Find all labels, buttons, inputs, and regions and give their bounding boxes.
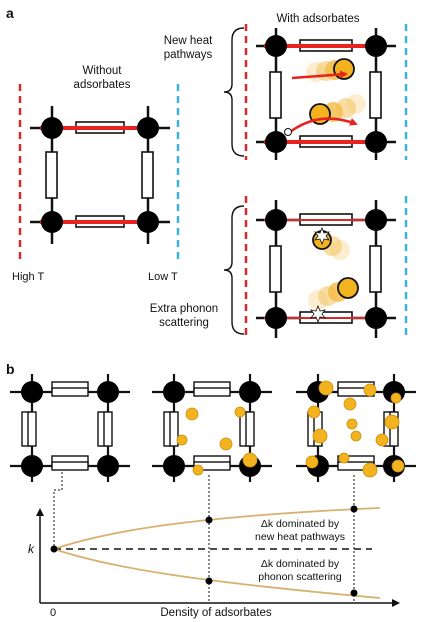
brace-phonon-scattering — [223, 205, 245, 335]
adsorbate-atom — [192, 464, 204, 476]
small-lattice-1 — [10, 374, 130, 482]
bond-spring — [45, 151, 58, 199]
lattice-atom — [137, 211, 159, 233]
adsorbate-atom — [234, 406, 246, 418]
adsorbate-atom — [338, 452, 350, 464]
adsorbate-atom — [363, 383, 377, 397]
adsorbate-atom — [384, 414, 400, 430]
adsorbate-atom — [242, 452, 258, 468]
adsorbate-atom — [333, 58, 355, 80]
scatter-flash — [310, 304, 326, 324]
brace1-line1: New heat — [164, 35, 213, 47]
panel-a-label: a — [6, 5, 14, 21]
adsorbate-atom — [318, 380, 334, 396]
lattice-atom — [97, 455, 119, 477]
lattice-atom — [21, 381, 43, 403]
lattice-new-heat-pathways — [244, 24, 408, 160]
k-point-mid-upper — [205, 516, 213, 524]
adsorbate-atom — [337, 277, 359, 299]
k-axis-label: k — [28, 542, 35, 556]
lattice-atom — [41, 211, 63, 233]
lattice-atom — [163, 381, 185, 403]
small-lattice-3 — [296, 374, 416, 482]
k-point-high-lower — [350, 589, 358, 597]
brace2-line1: Extra phonon — [150, 303, 218, 315]
left-title-line1: Without — [83, 65, 123, 77]
adsorbate-trail — [306, 58, 355, 82]
adsorbate-density-lattices — [10, 374, 416, 482]
adsorbate-atom — [362, 462, 378, 478]
adsorbate-atom — [391, 459, 405, 473]
zero-label: 0 — [50, 607, 56, 619]
brace2-line2: scattering — [159, 317, 209, 329]
adsorbate-atom — [346, 418, 358, 430]
lattice-atom — [41, 117, 63, 139]
left-title-line2: adsorbates — [74, 79, 131, 91]
adsorbate-atom — [312, 428, 328, 444]
low-t-label: Low T — [148, 271, 178, 283]
adsorbate-atom — [390, 392, 402, 404]
small-lattice-2 — [152, 374, 272, 482]
adsorbate-atom — [375, 433, 389, 447]
brace-new-heat-pathways — [223, 27, 245, 157]
adsorbate-atom — [305, 455, 319, 469]
upper-note-line1: Δk dominated by — [261, 518, 340, 530]
high-t-label: High T — [12, 271, 44, 283]
k-point-origin — [50, 545, 58, 553]
adsorbate-atom — [343, 397, 357, 411]
lattice-atom — [137, 117, 159, 139]
lower-note-line2: phonon scattering — [258, 571, 342, 583]
lattice-phonon-scattering — [244, 196, 408, 340]
right-title: With adsorbates — [276, 13, 359, 25]
panel-b-label: b — [6, 361, 15, 377]
adsorbate-atom — [185, 407, 199, 421]
adsorbate-atom — [176, 434, 188, 446]
lattice-without-adsorbates — [18, 84, 180, 262]
upper-k-curve — [53, 507, 381, 550]
lattice-atom — [21, 455, 43, 477]
k-point-mid-lower — [205, 577, 213, 585]
adsorbate-atom — [350, 430, 362, 442]
upper-note-line2: new heat pathways — [255, 531, 345, 543]
adsorbate-trail — [308, 277, 359, 310]
lower-k-curve — [53, 548, 381, 599]
lower-note-line1: Δk dominated by — [261, 558, 340, 570]
lattice-atom — [163, 455, 185, 477]
k-point-high-upper — [350, 505, 358, 513]
bond-spring — [141, 151, 154, 199]
adsorbate-atom — [219, 437, 233, 451]
new-pathway-arrow — [291, 70, 348, 80]
adsorbate-atom — [307, 405, 321, 419]
brace1-line2: pathways — [164, 49, 213, 61]
guide-lines — [53, 472, 355, 603]
scatter-flash — [314, 226, 330, 246]
x-axis-label: Density of adsorbates — [160, 607, 271, 619]
lattice-atom — [97, 381, 119, 403]
lattice-atom — [239, 381, 261, 403]
new-pathway-arrow — [289, 117, 358, 134]
